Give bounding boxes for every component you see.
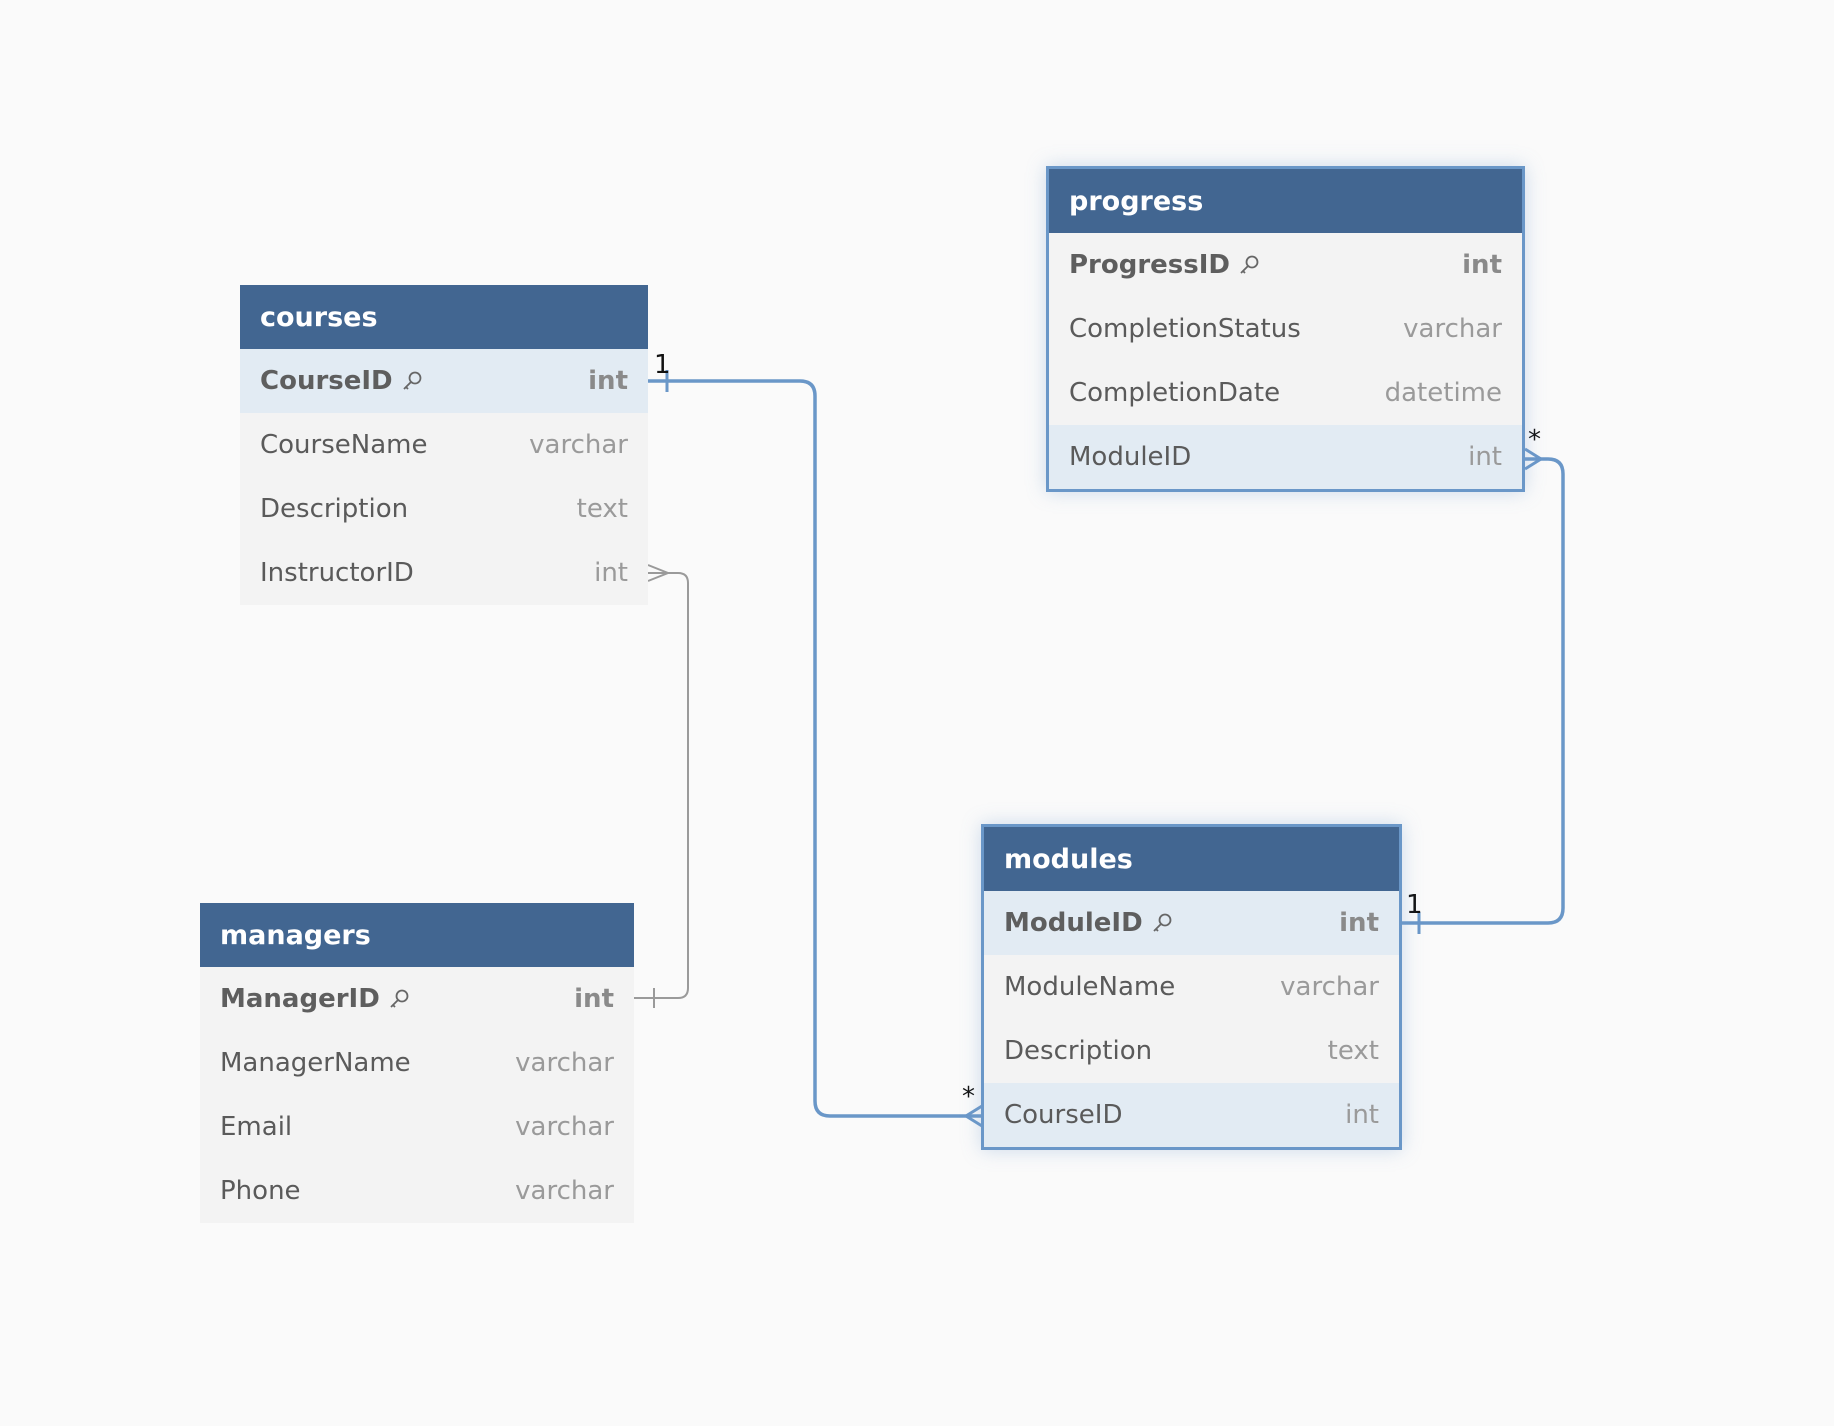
- table-header[interactable]: progress: [1049, 169, 1522, 233]
- field-name: ModuleID: [1069, 442, 1192, 472]
- table-header[interactable]: courses: [240, 285, 648, 349]
- table-field-row[interactable]: ModuleID int: [1049, 425, 1522, 489]
- relation-courses-modules[interactable]: [648, 379, 982, 1118]
- table-field-row[interactable]: Description text: [240, 477, 648, 541]
- table-field-row[interactable]: Description text: [984, 1019, 1399, 1083]
- relation-modules-progress[interactable]: [1402, 457, 1565, 925]
- field-name: ManagerName: [220, 1048, 411, 1078]
- table-field-row[interactable]: Phone varchar: [200, 1159, 634, 1223]
- cardinality-one-label: 1: [654, 350, 671, 380]
- table-progress[interactable]: progress ProgressID int CompletionStatus…: [1046, 166, 1525, 492]
- field-type: varchar: [515, 1112, 614, 1142]
- table-field-row[interactable]: Email varchar: [200, 1095, 634, 1159]
- field-type: varchar: [515, 1176, 614, 1206]
- field-name: CompletionDate: [1069, 378, 1281, 408]
- field-name: Description: [260, 494, 409, 524]
- table-field-row[interactable]: ProgressID int: [1049, 233, 1522, 297]
- table-header[interactable]: modules: [984, 827, 1399, 891]
- key-icon: [1151, 912, 1173, 934]
- field-type: varchar: [1403, 314, 1502, 344]
- table-field-row[interactable]: CourseName varchar: [240, 413, 648, 477]
- field-type: int: [594, 558, 628, 588]
- cardinality-many-label: *: [962, 1082, 975, 1112]
- relation-many-marker: [963, 1104, 983, 1128]
- field-type: int: [1462, 250, 1502, 280]
- field-type: datetime: [1384, 378, 1502, 408]
- field-type: int: [1345, 1100, 1379, 1130]
- table-field-row[interactable]: CompletionDate datetime: [1049, 361, 1522, 425]
- table-field-row[interactable]: CourseID int: [984, 1083, 1399, 1147]
- relation-many-marker: [647, 564, 671, 582]
- table-field-row[interactable]: ModuleID int: [984, 891, 1399, 955]
- field-type: varchar: [1280, 972, 1379, 1002]
- field-type: int: [588, 366, 628, 396]
- key-icon: [401, 370, 423, 392]
- field-name: CompletionStatus: [1069, 314, 1301, 344]
- field-type: text: [1327, 1036, 1379, 1066]
- relation-many-marker: [1524, 447, 1544, 471]
- field-name: ManagerID: [220, 984, 380, 1014]
- field-type: varchar: [515, 1048, 614, 1078]
- table-header[interactable]: managers: [200, 903, 634, 967]
- field-type: int: [1468, 442, 1502, 472]
- field-type: text: [576, 494, 628, 524]
- field-name: CourseID: [1004, 1100, 1123, 1130]
- field-name: ProgressID: [1069, 250, 1231, 280]
- table-field-row[interactable]: ManagerName varchar: [200, 1031, 634, 1095]
- field-name: Phone: [220, 1176, 301, 1206]
- field-name: ModuleID: [1004, 908, 1143, 938]
- field-type: int: [574, 984, 614, 1014]
- field-name: Description: [1004, 1036, 1153, 1066]
- table-modules[interactable]: modules ModuleID int ModuleName varchar …: [981, 824, 1402, 1150]
- field-name: Email: [220, 1112, 293, 1142]
- field-type: int: [1339, 908, 1379, 938]
- relation-courses-managers[interactable]: [634, 572, 689, 999]
- field-name: ModuleName: [1004, 972, 1176, 1002]
- table-managers[interactable]: managers ManagerID int ManagerName varch…: [200, 903, 634, 1223]
- key-icon: [1238, 254, 1260, 276]
- cardinality-one-label: 1: [1406, 890, 1423, 920]
- table-field-row[interactable]: InstructorID int: [240, 541, 648, 605]
- table-field-row[interactable]: ModuleName varchar: [984, 955, 1399, 1019]
- field-name: InstructorID: [260, 558, 414, 588]
- cardinality-many-label: *: [1528, 425, 1541, 455]
- field-name: CourseID: [260, 366, 393, 396]
- table-field-row[interactable]: CompletionStatus varchar: [1049, 297, 1522, 361]
- field-name: CourseName: [260, 430, 428, 460]
- table-field-row[interactable]: ManagerID int: [200, 967, 634, 1031]
- table-field-row[interactable]: CourseID int: [240, 349, 648, 413]
- key-icon: [388, 988, 410, 1010]
- field-type: varchar: [529, 430, 628, 460]
- table-courses[interactable]: courses CourseID int CourseName varchar …: [240, 285, 648, 605]
